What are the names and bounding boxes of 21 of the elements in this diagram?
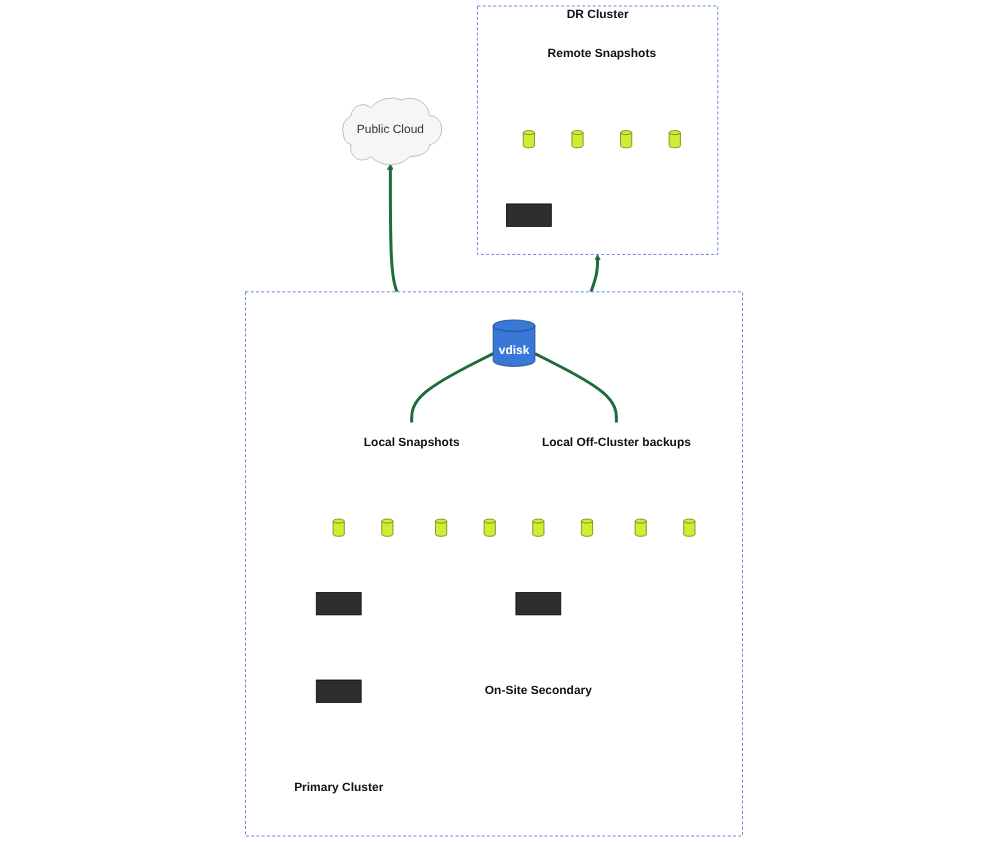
node-box <box>315 679 362 703</box>
cluster <box>245 291 743 837</box>
node-cylinder <box>581 518 593 537</box>
node-box <box>515 592 562 616</box>
node-box <box>506 203 552 227</box>
node-cylinder <box>522 130 535 149</box>
arrow <box>589 254 601 293</box>
node-cylinder <box>668 130 681 149</box>
node-cylinder <box>532 518 545 537</box>
node-box <box>315 592 362 616</box>
connector <box>534 352 618 423</box>
connector <box>410 352 494 423</box>
node-cylinder <box>634 518 647 537</box>
node-cylinder <box>483 518 496 537</box>
arrow <box>387 163 399 293</box>
node-cylinder <box>620 130 633 149</box>
node-cylinder <box>381 518 394 537</box>
node-cylinder <box>683 518 696 537</box>
node-cylinder <box>332 518 345 537</box>
node-cylinder <box>571 130 584 149</box>
node-cylinder <box>435 518 448 537</box>
